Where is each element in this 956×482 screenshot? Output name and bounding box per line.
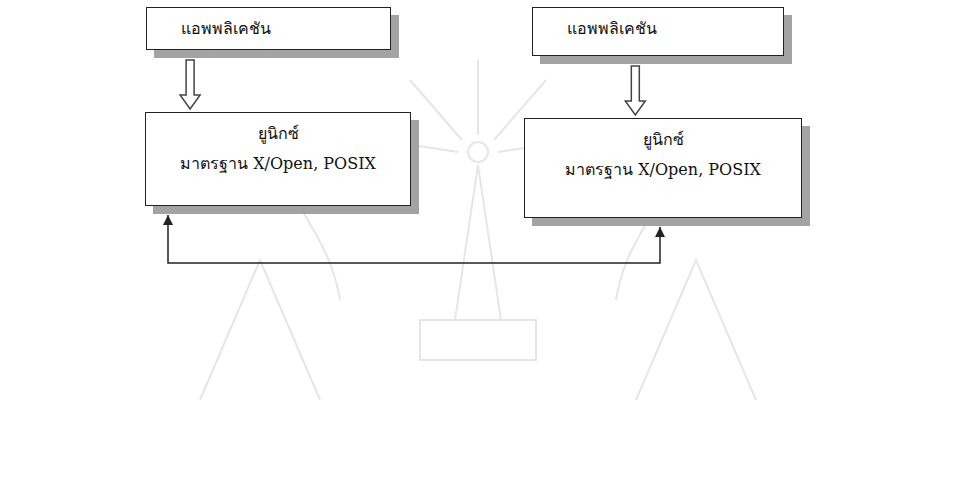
unix-box: ยูนิกซ์มาตรฐาน X/Open, POSIX	[524, 118, 802, 218]
connector	[163, 215, 665, 263]
unix-box: ยูนิกซ์มาตรฐาน X/Open, POSIX	[145, 112, 411, 206]
connector	[180, 60, 200, 109]
box-heading: ยูนิกซ์	[160, 123, 396, 145]
box-subtitle: มาตรฐาน X/Open, POSIX	[160, 153, 396, 175]
box-heading: แอพพลิเคชัน	[181, 18, 374, 40]
box-subtitle: มาตรฐาน X/Open, POSIX	[539, 159, 787, 181]
connector	[625, 66, 645, 115]
box-heading: ยูนิกซ์	[539, 129, 787, 151]
application-box: แอพพลิเคชัน	[532, 7, 784, 56]
application-box: แอพพลิเคชัน	[146, 7, 391, 50]
box-heading: แอพพลิเคชัน	[567, 18, 767, 40]
